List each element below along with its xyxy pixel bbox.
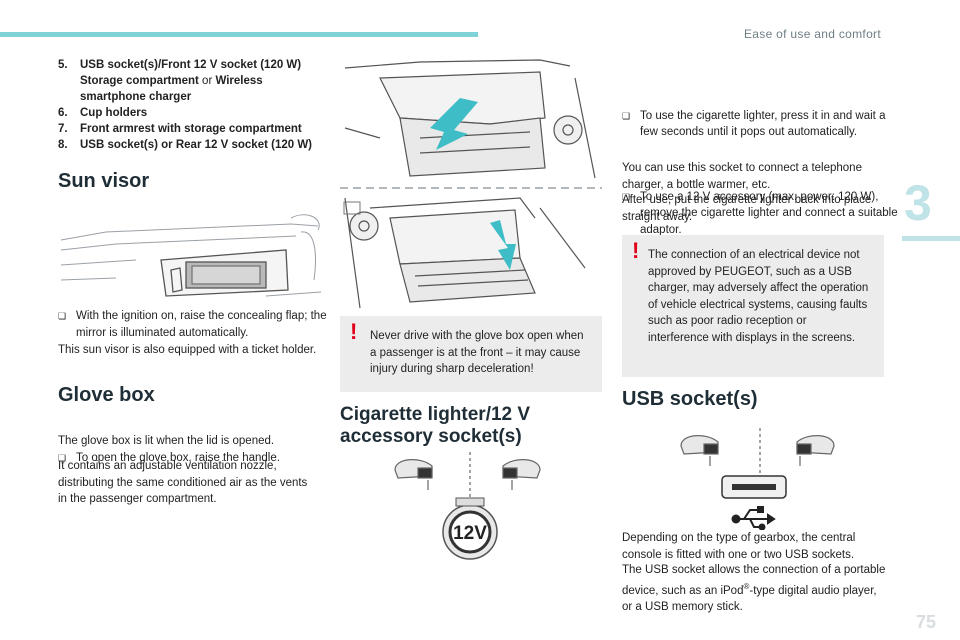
usb-icon	[731, 506, 776, 530]
chapter-number: 3	[904, 175, 932, 231]
chapter-tab: 3	[896, 175, 960, 231]
glove-box-illustration	[340, 59, 602, 309]
glove-box-lit-text: The glove box is lit when the lid is ope…	[58, 435, 275, 447]
accessory-bullet: ❏ To use a 12 V accessory (max. power: 1…	[622, 190, 898, 236]
features-list: 5. USB socket(s)/Front 12 V socket (120 …	[58, 57, 328, 153]
checkbox-bullet-icon: ❏	[622, 110, 631, 121]
sun-visor-bullet: ❏ With the ignition on, raise the concea…	[58, 310, 327, 339]
glove-box-bullet: ❏ To open the glove box, raise the handl…	[58, 450, 336, 467]
socket-usage-text: You can use this socket to connect a tel…	[622, 162, 862, 191]
socket-after-use-text: After use, put the cigarette lighter bac…	[622, 194, 872, 223]
usb-socket-illustration	[680, 428, 835, 530]
header-bar	[0, 32, 478, 37]
page-number: 75	[916, 612, 937, 632]
lighter-bullet: ❏ To use the cigarette lighter, press it…	[622, 109, 886, 139]
chapter-tab-bar	[902, 236, 960, 241]
sun-visor-text: This sun visor is also equipped with a t…	[58, 344, 317, 356]
socket-label: 12V	[453, 523, 487, 544]
usb-connection-text: The USB socket allows the connection of …	[622, 564, 886, 613]
checkbox-bullet-icon: ❏	[622, 191, 631, 202]
list-item: 5. USB socket(s)/Front 12 V socket (120 …	[58, 59, 302, 103]
checkbox-bullet-icon: ❏	[58, 311, 67, 321]
glove-box-text: It contains an adjustable ventilation no…	[58, 460, 308, 505]
exclamation-icon: !	[632, 238, 640, 263]
sun-visor-heading: Sun visor	[58, 170, 150, 192]
list-item: 7. Front armrest with storage compartmen…	[58, 123, 302, 135]
usb-sockets-text: Depending on the type of gearbox, the ce…	[622, 532, 856, 561]
cigarette-socket-illustration: 12V	[394, 452, 541, 560]
glove-box-heading: Glove box	[58, 384, 155, 406]
exclamation-icon: !	[350, 319, 358, 344]
glove-box-warning: ! Never drive with the glove box open wh…	[340, 316, 602, 392]
section-title: Ease of use and comfort	[744, 27, 881, 41]
checkbox-bullet-icon: ❏	[58, 453, 67, 463]
electrical-warning: ! The connection of an electrical device…	[622, 235, 884, 377]
list-item: 6. Cup holders	[58, 107, 148, 119]
sun-visor-illustration	[60, 214, 322, 297]
usb-heading: USB socket(s)	[622, 388, 758, 410]
list-item: 8. USB socket(s) or Rear 12 V socket (12…	[58, 139, 313, 151]
